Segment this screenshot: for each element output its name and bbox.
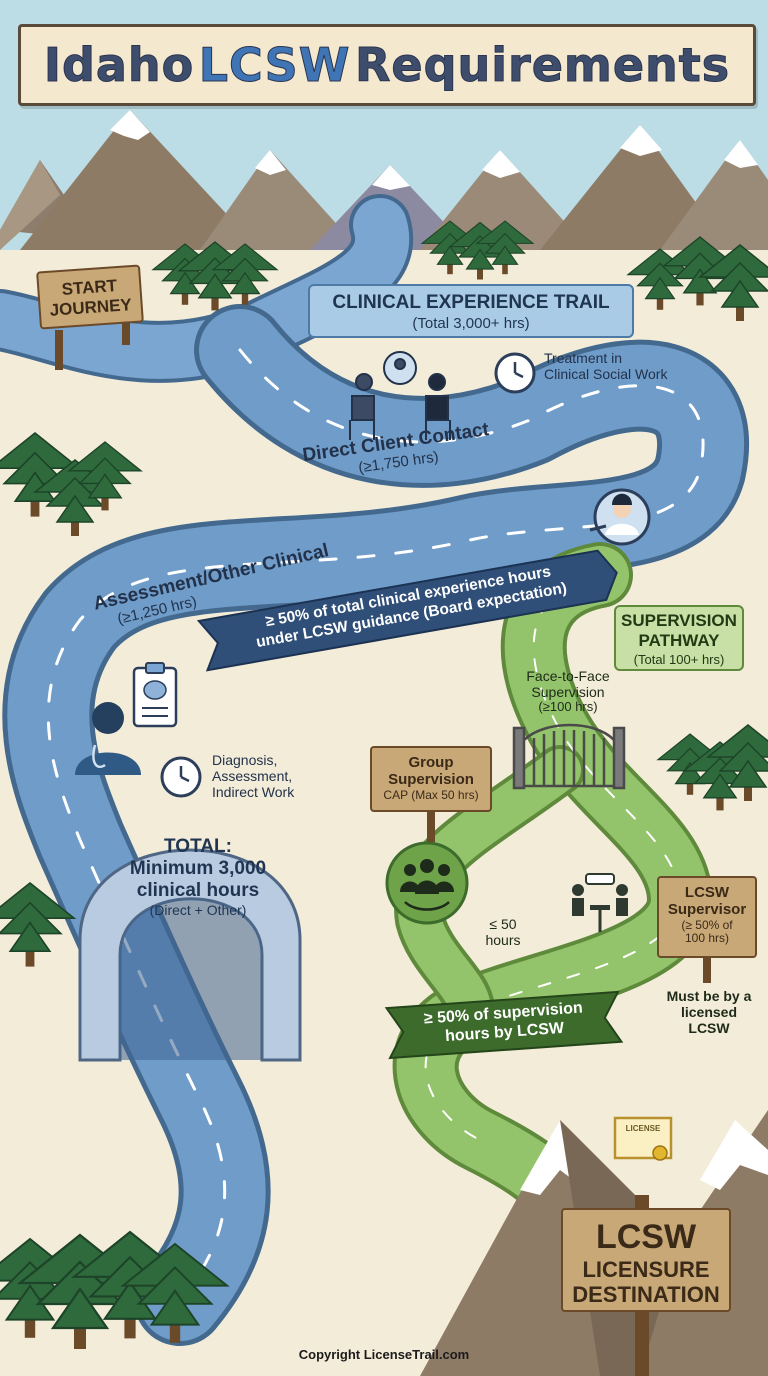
- diagnosis-note: Diagnosis, Assessment, Indirect Work: [212, 752, 322, 800]
- license-paper-text: LICENSE: [625, 1124, 661, 1133]
- pine-tree-icon: [0, 881, 77, 967]
- clock-icon: [494, 352, 536, 394]
- group-line2: Supervision: [388, 771, 474, 789]
- title-part3: Requirements: [354, 38, 731, 93]
- face-line1: Face-to-Face: [526, 668, 610, 684]
- clinical-trail-title: CLINICAL EXPERIENCE TRAIL: [332, 292, 610, 313]
- diagnosis-line2: Assessment,: [212, 768, 293, 785]
- tunnel-icon: [78, 848, 302, 1062]
- title-banner: Idaho LCSW Requirements: [18, 24, 756, 106]
- destination-line1: LCSW: [595, 1218, 697, 1256]
- group-hours-label: ≤ 50 hours: [475, 916, 531, 948]
- clipboard-brain-icon: [132, 662, 178, 728]
- pine-tree-icon: [475, 220, 535, 275]
- clinical-trail-box: CLINICAL EXPERIENCE TRAIL (Total 3,000+ …: [308, 284, 634, 338]
- diagnosis-line1: Diagnosis,: [212, 752, 278, 768]
- supervision-title1: SUPERVISION: [621, 611, 737, 630]
- licensed-line1: Must be by a: [666, 988, 752, 1004]
- pine-tree-icon: [120, 1242, 230, 1343]
- clock-icon: [160, 756, 202, 798]
- destination-sign: LCSW LICENSURE DESTINATION: [561, 1208, 731, 1312]
- group-icon: [385, 841, 469, 925]
- copyright: Copyright LicenseTrail.com: [298, 1347, 470, 1362]
- pine-tree-icon: [697, 244, 768, 321]
- clinical-trail-subtitle: (Total 3,000+ hrs): [412, 314, 530, 332]
- licensed-note: Must be by a licensed LCSW: [654, 988, 764, 1036]
- start-journey-sign: START JOURNEY: [36, 264, 144, 330]
- supervision-subtitle: (Total 100+ hrs): [633, 651, 725, 667]
- treatment-line2: Clinical Social Work: [544, 366, 668, 383]
- group-hours-line2: hours: [485, 932, 521, 949]
- licensed-line2: licensed: [680, 1004, 738, 1021]
- destination-line3: DESTINATION: [572, 1282, 720, 1308]
- gate-icon: [512, 723, 626, 790]
- treatment-line1: Treatment in: [544, 350, 623, 366]
- face-to-face-label: Face-to-Face Supervision (≥100 hrs): [503, 668, 633, 715]
- doctor-icon: [75, 702, 141, 775]
- total-line3: clinical hours: [136, 879, 260, 901]
- group-line1: Group: [408, 754, 454, 771]
- total-line4: (Direct + Other): [149, 901, 247, 918]
- supervision-banner: [384, 990, 624, 1060]
- therapy-session-icon: [349, 351, 451, 440]
- mountain-range-icon: [0, 110, 768, 250]
- supervision-title2: PATHWAY: [638, 631, 720, 651]
- license-certificate-icon: [613, 1116, 673, 1161]
- supervisor-line4: 100 hrs): [684, 931, 730, 946]
- destination-line2: LICENSURE: [582, 1257, 710, 1283]
- supervisor-line2: Supervisor: [667, 901, 747, 919]
- group-supervision-sign: Group Supervision CAP (Max 50 hrs): [370, 746, 492, 812]
- total-hours-label: TOTAL: Minimum 3,000 clinical hours (Dir…: [110, 836, 286, 918]
- total-line2: Minimum 3,000: [129, 857, 267, 879]
- face-line2: Supervision: [531, 684, 605, 701]
- title-part1: Idaho: [43, 38, 195, 93]
- licensed-line3: LCSW: [688, 1020, 730, 1037]
- pine-tree-icon: [0, 431, 82, 517]
- total-line1: TOTAL:: [164, 836, 232, 857]
- diagnosis-line3: Indirect Work: [212, 784, 295, 801]
- pine-tree-icon: [211, 243, 279, 305]
- pine-trees: [0, 220, 768, 1349]
- supervisor-avatar-icon: [589, 488, 651, 546]
- title-part2: LCSW: [198, 38, 351, 93]
- meeting-icon: [572, 873, 628, 932]
- guidance-banner: [196, 549, 618, 672]
- group-line3: CAP (Max 50 hrs): [383, 787, 479, 802]
- face-line3: (≥100 hrs): [538, 699, 598, 715]
- treatment-note: Treatment in Clinical Social Work: [544, 350, 704, 382]
- pine-tree-icon: [705, 724, 768, 801]
- group-hours-line1: ≤ 50: [489, 916, 517, 932]
- lcsw-supervisor-sign: LCSW Supervisor (≥ 50% of 100 hrs): [657, 876, 757, 958]
- supervision-pathway-box: SUPERVISION PATHWAY (Total 100+ hrs): [614, 605, 744, 671]
- supervisor-line3: (≥ 50% of: [681, 917, 733, 932]
- supervisor-line1: LCSW: [684, 884, 730, 901]
- pine-tree-icon: [67, 441, 143, 511]
